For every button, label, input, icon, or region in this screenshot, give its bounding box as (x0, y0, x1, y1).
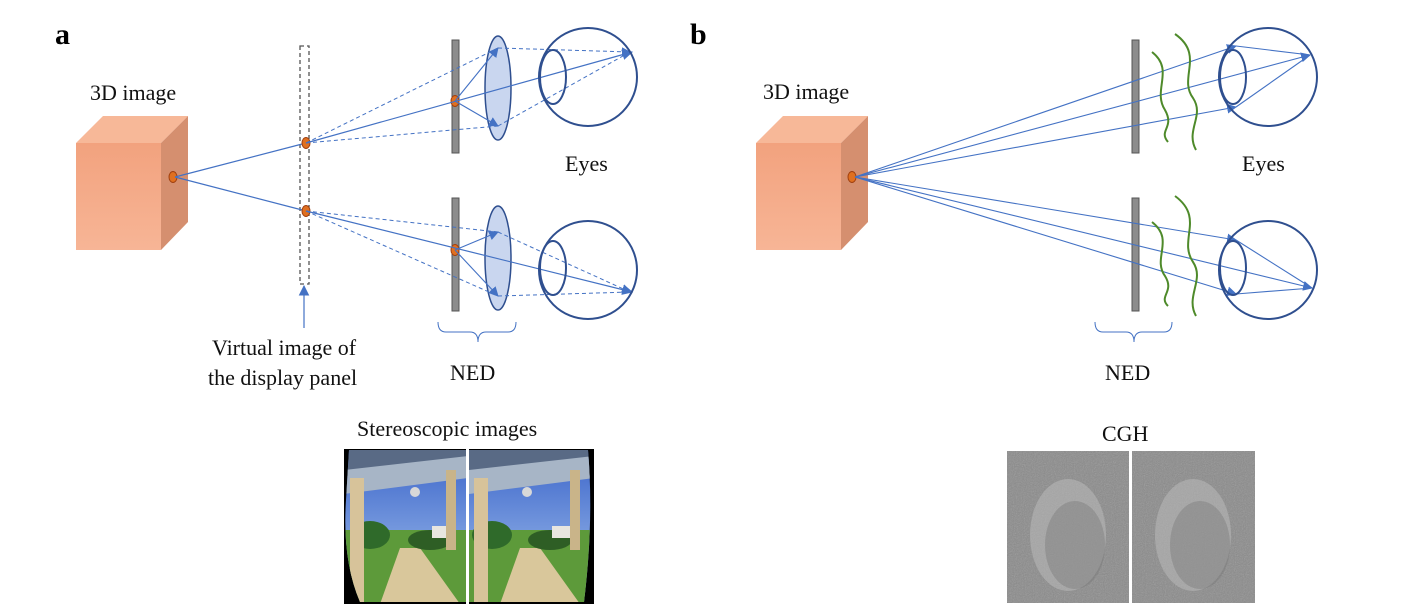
panel-a-cube (76, 116, 188, 250)
ray (454, 47, 499, 102)
cgh-images (1007, 451, 1255, 603)
ray (1235, 45, 1311, 56)
eye-bottom (538, 220, 638, 320)
panel-a-ned-label: NED (450, 360, 495, 385)
lens-top (484, 35, 512, 141)
ray (454, 230, 499, 251)
panel-b-cube (756, 116, 868, 250)
stereo-images-label: Stereoscopic images (357, 416, 537, 441)
stereo-left-view (345, 450, 466, 602)
panel-b-3d-image-label: 3D image (763, 79, 849, 104)
cube-front-face (756, 143, 841, 250)
cube-front-face (76, 143, 161, 250)
ray (1235, 239, 1313, 289)
panel-b-ned-label: NED (1105, 360, 1150, 385)
stereo-right-view (469, 450, 591, 602)
ray (854, 52, 1311, 178)
panel-b-ned-bracket (1094, 321, 1173, 343)
ray (854, 176, 1313, 291)
panel-a: a 3D image (55, 18, 638, 604)
panel-a-letter: a (55, 18, 70, 51)
dashed-ray (497, 47, 631, 57)
virtual-image-label-line2: the display panel (208, 365, 357, 390)
lens-bottom (484, 205, 512, 311)
cube-side-face (161, 116, 188, 250)
wavefront-top-1 (1151, 51, 1170, 143)
dashed-ray (305, 47, 499, 144)
ray (854, 44, 1237, 178)
dashed-ray (497, 291, 631, 297)
wavefront-bottom-1 (1151, 221, 1170, 307)
ray (854, 176, 1237, 297)
dashed-ray (305, 210, 499, 233)
dashed-ray (305, 210, 499, 297)
eye-bottom (1218, 220, 1318, 320)
panel-b-eyes-label: Eyes (1242, 151, 1285, 176)
cgh-label: CGH (1102, 421, 1149, 446)
panel-a-eyes-label: Eyes (565, 151, 608, 176)
eye-bottom-pupil (1219, 240, 1247, 296)
ray-cube-to-virtual-bottom (174, 176, 307, 212)
ray (854, 176, 1237, 244)
virtual-image-label-line1: Virtual image of (212, 335, 357, 360)
cube-side-face (841, 116, 868, 250)
virtual-display-panel (299, 45, 310, 285)
cube-point (847, 171, 857, 183)
ray (454, 100, 499, 127)
eye-top-pupil (1219, 49, 1247, 105)
ray (1235, 287, 1313, 295)
dashed-ray (497, 51, 631, 127)
eye-bottom-pupil (539, 240, 567, 296)
cube-top-face (756, 116, 868, 143)
wavefront-top-2 (1174, 33, 1198, 151)
ray-cube-to-virtual-top (174, 142, 307, 178)
wavefront-bottom-2 (1174, 195, 1198, 317)
stereoscopic-images (344, 449, 594, 604)
eye-top (538, 27, 638, 127)
ray (454, 249, 499, 297)
eye-top (1218, 27, 1318, 127)
ray (305, 210, 634, 295)
ray (1235, 54, 1311, 108)
display-panel-top (1131, 39, 1140, 154)
panel-b: b 3D image Eyes (690, 18, 1318, 603)
panel-a-ned-bracket (437, 321, 517, 343)
ray (305, 49, 634, 144)
cube-top-face (76, 116, 188, 143)
eye-top-pupil (539, 49, 567, 105)
ray (854, 103, 1237, 178)
panel-b-letter: b (690, 18, 707, 51)
display-panel-bottom (1131, 197, 1140, 312)
dashed-ray (497, 231, 631, 293)
panel-a-3d-image-label: 3D image (90, 80, 176, 105)
